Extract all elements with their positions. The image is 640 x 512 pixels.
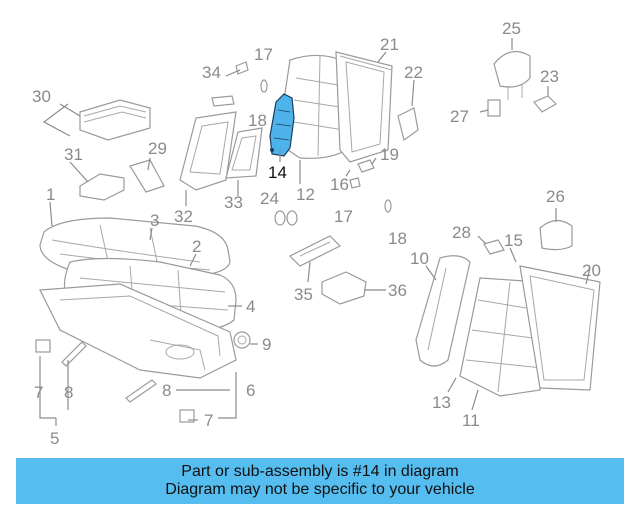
- label-22: 22: [404, 63, 423, 82]
- label-25: 25: [502, 19, 521, 38]
- label-18a: 18: [248, 111, 267, 130]
- label-6: 6: [246, 381, 255, 400]
- handle-31: [79, 173, 125, 201]
- cover-29: [129, 159, 165, 193]
- label-18b: 18: [388, 229, 407, 248]
- label-28: 28: [452, 223, 471, 242]
- label-13: 13: [432, 393, 451, 412]
- label-12: 12: [296, 185, 315, 204]
- ring-24a: [274, 210, 286, 226]
- label-8b: 8: [162, 381, 171, 400]
- label-33: 33: [224, 193, 243, 212]
- label-20: 20: [582, 261, 601, 280]
- label-36: 36: [388, 281, 407, 300]
- label-7b: 7: [204, 411, 213, 430]
- side-bolster-10: [415, 255, 471, 367]
- clip-17a: [235, 61, 249, 75]
- backrest-frame-20: [519, 265, 601, 391]
- part-14-highlighted: [269, 93, 295, 157]
- label-5: 5: [50, 429, 59, 448]
- latch-35: [288, 235, 342, 267]
- label-14: 14: [268, 163, 287, 182]
- bracket-22: [397, 107, 419, 142]
- ring-18a: [260, 79, 268, 93]
- guide-23: [533, 95, 557, 113]
- label-3: 3: [150, 211, 159, 230]
- label-32: 32: [174, 207, 193, 226]
- banner-line-part: Part or sub-assembly is #14 in diagram: [181, 463, 459, 480]
- grommet-9: [233, 331, 251, 349]
- label-27: 27: [450, 107, 469, 126]
- label-10: 10: [410, 249, 429, 268]
- callout-labels: 1 2 3 4 5 6 7 7 8 8 9 10 11 12 13 14 15 …: [32, 19, 601, 448]
- label-15: 15: [504, 231, 523, 250]
- label-1: 1: [46, 185, 55, 204]
- backrest-frame-21: [335, 51, 393, 163]
- label-24: 24: [260, 189, 279, 208]
- clip-16: [349, 177, 361, 189]
- seat-pan: [39, 283, 237, 379]
- label-19: 19: [380, 145, 399, 164]
- parts-diagram: 1 2 3 4 5 6 7 7 8 8 9 10 11 12 13 14 15 …: [32, 19, 601, 448]
- banner-line-disclaimer: Diagram may not be specific to your vehi…: [165, 481, 475, 498]
- ring-24b: [286, 210, 298, 226]
- panel-33: [225, 127, 263, 179]
- label-17b: 17: [334, 207, 353, 226]
- frame-32: [179, 111, 237, 191]
- label-7a: 7: [34, 383, 43, 402]
- label-4: 4: [246, 297, 255, 316]
- bushing-27: [487, 99, 501, 117]
- label-21: 21: [380, 35, 399, 54]
- label-8a: 8: [64, 383, 73, 402]
- rod-8b: [125, 379, 157, 403]
- label-11: 11: [462, 411, 480, 430]
- label-16: 16: [330, 175, 349, 194]
- label-31: 31: [64, 145, 83, 164]
- label-29: 29: [148, 139, 167, 158]
- module-36: [321, 271, 367, 305]
- clip-7b: [179, 409, 195, 423]
- headrest-25: [493, 50, 531, 100]
- guide-28: [483, 239, 505, 255]
- clip-7a: [35, 339, 51, 353]
- leader-lines: [39, 38, 591, 426]
- headrest-26: [539, 219, 573, 251]
- clip-19: [357, 159, 375, 173]
- label-30: 30: [32, 87, 51, 106]
- label-9: 9: [262, 335, 271, 354]
- label-35: 35: [294, 285, 313, 304]
- label-34: 34: [202, 63, 221, 82]
- ring-18b: [384, 199, 392, 213]
- label-23: 23: [540, 67, 559, 86]
- info-banner: Part or sub-assembly is #14 in diagram D…: [16, 458, 624, 504]
- label-2: 2: [192, 237, 201, 256]
- armrest-30: [79, 99, 151, 141]
- rod-8a: [61, 341, 87, 367]
- label-17a: 17: [254, 45, 273, 64]
- label-26: 26: [546, 187, 565, 206]
- strip-34: [211, 95, 235, 107]
